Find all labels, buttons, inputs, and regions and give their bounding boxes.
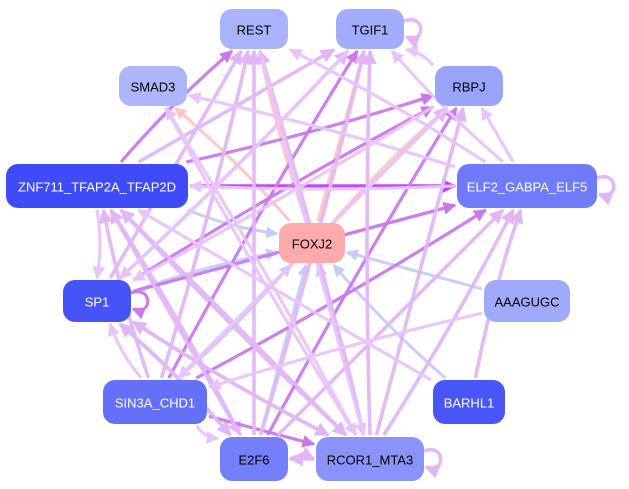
edge-e2f6-to-rbpj	[266, 106, 458, 436]
node-box[interactable]	[457, 164, 597, 208]
edge-barhl1-to-znf711	[137, 208, 432, 382]
node-aaagugc[interactable]: AAAGUGC	[484, 280, 570, 322]
edge-rbpj-to-tgif1	[404, 45, 435, 67]
node-box[interactable]	[103, 380, 207, 424]
node-box[interactable]	[433, 380, 505, 424]
edge-tgif1-to-sp1	[119, 49, 350, 280]
node-label: SMAD3	[131, 80, 176, 95]
edge-sp1-to-rbpj	[132, 105, 435, 282]
edge-rcor1-to-smad3	[164, 106, 358, 436]
edge-sin3a-to-tgif1	[167, 49, 359, 379]
node-barhl1[interactable]: BARHL1	[433, 380, 505, 424]
edge-sin3a-to-sp1	[107, 322, 143, 380]
edge-elf2-to-rest	[288, 48, 487, 164]
node-box[interactable]	[279, 223, 345, 263]
edge-znf711-to-sp1	[92, 209, 106, 280]
node-box[interactable]	[63, 280, 131, 322]
edge-elf2-to-znf711	[188, 180, 456, 193]
node-label: SIN3A_CHD1	[115, 396, 195, 411]
node-e2f6[interactable]: E2F6	[220, 437, 288, 481]
node-rbpj[interactable]: RBPJ	[435, 66, 503, 106]
node-label: FOXJ2	[292, 237, 332, 252]
node-smad3[interactable]: SMAD3	[119, 66, 187, 106]
edge-aaagugc-to-foxj2	[345, 249, 483, 291]
node-box[interactable]	[435, 66, 503, 106]
node-znf711[interactable]: ZNF711_TFAP2A_TFAP2D	[6, 164, 188, 208]
node-sp1[interactable]: SP1	[63, 280, 131, 322]
edge-rbpj-to-sp1	[131, 105, 434, 282]
node-box[interactable]	[6, 164, 188, 208]
node-label: AAAGUGC	[494, 295, 559, 310]
node-box[interactable]	[220, 9, 288, 49]
node-box[interactable]	[336, 9, 404, 49]
node-label: RCOR1_MTA3	[327, 453, 413, 468]
node-box[interactable]	[220, 437, 288, 481]
node-sin3a[interactable]: SIN3A_CHD1	[103, 380, 207, 424]
node-label: REST	[237, 23, 272, 38]
node-label: TGIF1	[352, 23, 389, 38]
node-label: SP1	[85, 295, 110, 310]
node-elf2[interactable]: ELF2_GABPA_ELF5	[457, 164, 597, 208]
edge-rcor1-to-rcor1	[423, 447, 443, 479]
edge-znf711-to-rbpj	[185, 93, 435, 164]
node-box[interactable]	[484, 280, 570, 322]
edge-smad3-to-rcor1	[164, 107, 358, 437]
edge-e2f6-to-znf711	[109, 208, 242, 436]
edge-elf2-to-elf2	[596, 174, 616, 206]
node-box[interactable]	[119, 66, 187, 106]
edge-rcor1-to-tgif1	[362, 49, 377, 436]
node-label: ZNF711_TFAP2A_TFAP2D	[18, 180, 176, 195]
edge-sp1-to-sp1	[130, 290, 150, 320]
node-rest[interactable]: REST	[220, 9, 288, 49]
node-label: ELF2_GABPA_ELF5	[467, 180, 587, 195]
edge-elf2-to-rbpj	[480, 106, 515, 163]
node-label: RBPJ	[452, 80, 485, 95]
edge-sin3a-to-e2f6	[195, 425, 220, 444]
edge-tgif1-to-tgif1	[403, 17, 423, 49]
edge-aaagugc-to-sin3a	[207, 311, 483, 390]
edge-e2f6-to-elf2	[276, 208, 505, 437]
node-box[interactable]	[316, 437, 424, 481]
edge-elf2-to-smad3	[187, 91, 456, 169]
edge-rcor1-to-rbpj	[374, 106, 467, 436]
edge-e2f6-to-sp1	[118, 322, 232, 437]
node-label: E2F6	[238, 453, 269, 468]
node-rcor1[interactable]: RCOR1_MTA3	[316, 437, 424, 481]
node-tgif1[interactable]: TGIF1	[336, 9, 404, 49]
edge-rcor1-to-elf2	[382, 208, 515, 436]
edge-foxj2-to-smad3	[174, 106, 291, 222]
edge-sin3a-to-rest	[159, 49, 253, 379]
node-foxj2[interactable]: FOXJ2	[279, 223, 345, 263]
node-label: BARHL1	[444, 396, 495, 411]
